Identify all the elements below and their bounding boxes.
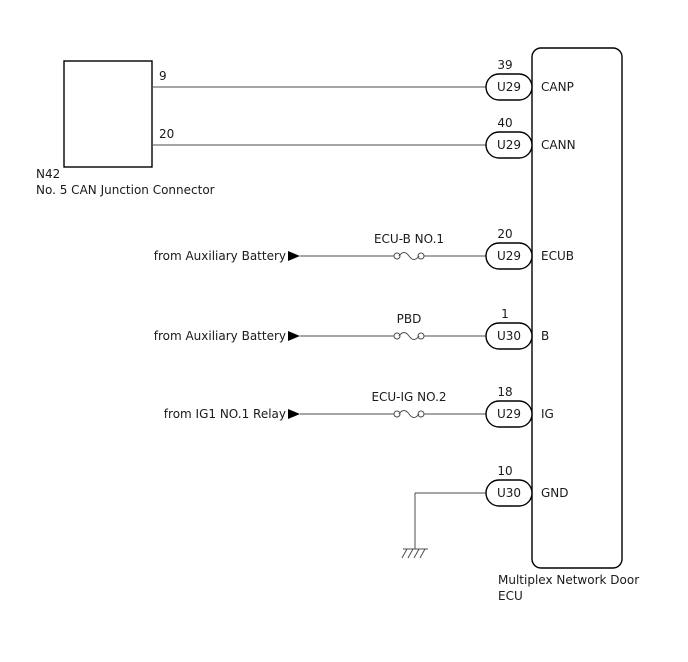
connector-code: U30 bbox=[497, 329, 521, 343]
connector-pill bbox=[485, 73, 533, 101]
fuse-label: PBD bbox=[397, 312, 422, 326]
pin-row-b: from Auxiliary Battery PBD U30 1 B bbox=[154, 307, 549, 350]
signal-name: ECUB bbox=[541, 249, 574, 263]
junction-pin-number-bottom: 20 bbox=[159, 127, 174, 141]
ecu-label-line1: Multiplex Network Door bbox=[498, 573, 639, 587]
ground-symbol-icon bbox=[401, 548, 428, 559]
connector-code: U29 bbox=[497, 80, 521, 94]
pin-row-gnd: U30 10 GND bbox=[401, 464, 569, 559]
pin-number: 1 bbox=[501, 307, 509, 321]
source-label: from Auxiliary Battery bbox=[154, 249, 286, 263]
signal-name: CANN bbox=[541, 138, 576, 152]
connector-code: U29 bbox=[497, 407, 521, 421]
pin-number: 39 bbox=[497, 58, 512, 72]
fuse-terminal-icon bbox=[417, 332, 425, 340]
signal-name: CANP bbox=[541, 80, 574, 94]
source-label: from Auxiliary Battery bbox=[154, 329, 286, 343]
fuse-terminal-icon bbox=[417, 252, 425, 260]
pin-row-canp: U29 39 CANP bbox=[152, 58, 574, 101]
connector-pill bbox=[485, 400, 533, 428]
ecu-box bbox=[531, 47, 623, 569]
signal-name: B bbox=[541, 329, 549, 343]
connector-pill bbox=[485, 131, 533, 159]
source-label: from IG1 NO.1 Relay bbox=[164, 407, 286, 421]
junction-connector-label: No. 5 CAN Junction Connector bbox=[36, 183, 215, 197]
fuse-terminal-icon bbox=[417, 410, 425, 418]
pin-row-cann: U29 40 CANN bbox=[152, 116, 576, 159]
signal-name: IG bbox=[541, 407, 554, 421]
fuse-terminal-icon bbox=[393, 252, 401, 260]
pin-number: 10 bbox=[497, 464, 512, 478]
fuse-label: ECU-B NO.1 bbox=[374, 232, 444, 246]
fuse-element-icon bbox=[398, 410, 420, 418]
connector-code: U29 bbox=[497, 249, 521, 263]
fuse-element-icon bbox=[398, 332, 420, 340]
fuse-label: ECU-IG NO.2 bbox=[371, 390, 446, 404]
junction-connector-id: N42 bbox=[36, 167, 60, 181]
connector-pill bbox=[485, 242, 533, 270]
fuse-terminal-icon bbox=[393, 410, 401, 418]
pin-row-ig: from IG1 NO.1 Relay ECU-IG NO.2 U29 18 I… bbox=[164, 385, 554, 428]
fuse-element-icon bbox=[398, 252, 420, 260]
connector-code: U29 bbox=[497, 138, 521, 152]
signal-source-arrow-icon bbox=[288, 251, 300, 261]
connector-pill bbox=[485, 322, 533, 350]
pin-row-ecub: from Auxiliary Battery ECU-B NO.1 U29 20… bbox=[154, 227, 574, 270]
junction-pin-number-top: 9 bbox=[159, 69, 167, 83]
ecu-label-line2: ECU bbox=[498, 589, 523, 603]
signal-source-arrow-icon bbox=[288, 409, 300, 419]
connector-pill bbox=[485, 479, 533, 507]
signal-source-arrow-icon bbox=[288, 331, 300, 341]
ecu: Multiplex Network Door ECU bbox=[498, 47, 639, 603]
signal-name: GND bbox=[541, 486, 569, 500]
pin-number: 18 bbox=[497, 385, 512, 399]
fuse-terminal-icon bbox=[393, 332, 401, 340]
connector-code: U30 bbox=[497, 486, 521, 500]
pin-number: 40 bbox=[497, 116, 512, 130]
junction-connector-box bbox=[63, 60, 153, 168]
junction-connector: N42 No. 5 CAN Junction Connector 9 20 bbox=[36, 60, 215, 197]
pin-number: 20 bbox=[497, 227, 512, 241]
